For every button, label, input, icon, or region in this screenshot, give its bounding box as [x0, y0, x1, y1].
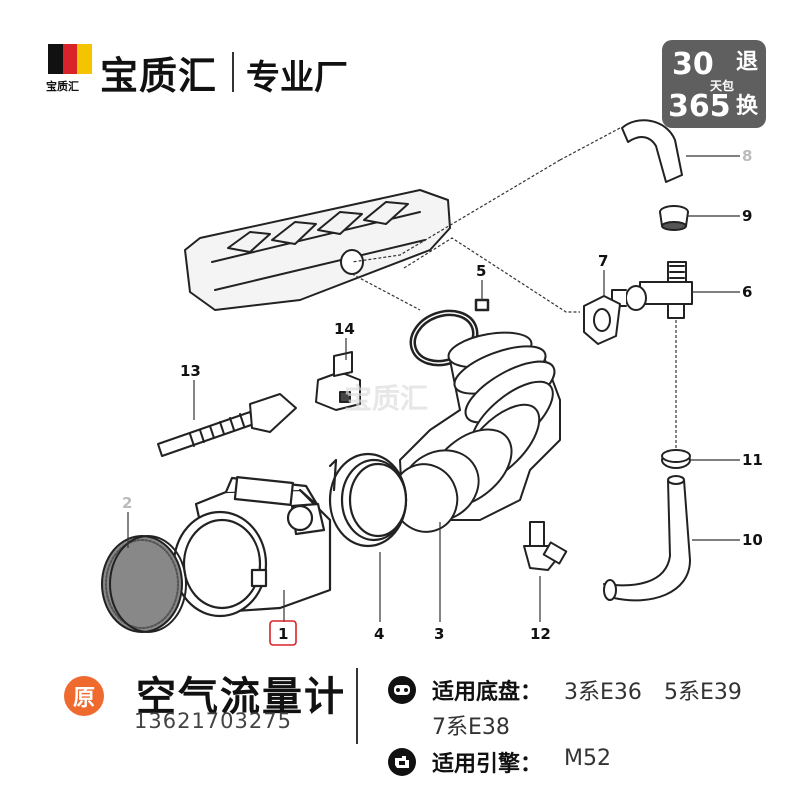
- flag-caption: 宝质汇: [46, 80, 79, 93]
- contact-phone: 13621703275: [134, 709, 292, 733]
- callout-9: 9: [742, 207, 752, 225]
- brand-flag-icon: [48, 44, 93, 74]
- part-1-air-flow-meter: [172, 476, 332, 618]
- guarantee-days-return: 30: [672, 47, 714, 82]
- part-13-screw: [157, 393, 297, 457]
- callout-2: 2: [122, 494, 132, 512]
- part-7-gasket: [583, 295, 621, 345]
- callout-11: 11: [742, 451, 763, 469]
- part-9-grommet: [659, 205, 689, 231]
- intake-manifold: [184, 189, 451, 311]
- callout-1-highlight: [269, 620, 297, 646]
- guarantee-days-exchange: 365: [668, 89, 731, 124]
- product-name: 空气流量计: [136, 674, 346, 720]
- flag-stripe-red: [62, 44, 78, 74]
- callout-1: 1: [278, 625, 288, 643]
- callout-4: 4: [374, 625, 384, 643]
- flag-stripe-gold: [77, 44, 93, 74]
- part-2-filter-screen: [101, 535, 187, 633]
- part-8-breather-hose: [621, 119, 683, 183]
- watermark: 宝质汇: [344, 382, 428, 415]
- part-10-bent-hose: [603, 475, 691, 602]
- callout-6: 6: [742, 283, 752, 301]
- callout-3: 3: [434, 625, 444, 643]
- chassis-value-1: 3系E36: [564, 680, 642, 705]
- callout-14: 14: [334, 320, 355, 338]
- brand-tagline: 专业厂: [246, 58, 348, 98]
- footer-divider: [356, 668, 358, 744]
- part-11-small-clamp: [661, 449, 691, 469]
- part-4-clamp-ring: [328, 452, 408, 548]
- callout-5: 5: [476, 262, 486, 280]
- part-12-elbow-fitting: [523, 521, 568, 571]
- callout-8: 8: [742, 147, 752, 165]
- part-3-intake-boot: [391, 331, 561, 533]
- header-divider: [232, 52, 234, 92]
- callout-labels: 8 9 6 7 5 14 13 2 1 4 3 12 11 10: [122, 147, 763, 646]
- chassis-value-3: 7系E38: [432, 715, 510, 740]
- brand-name: 宝质汇: [100, 54, 218, 98]
- engine-value: M52: [564, 746, 611, 771]
- chassis-label: 适用底盘：: [432, 680, 543, 705]
- original-badge: 原: [64, 676, 104, 716]
- guarantee-middle-word: 天包: [710, 79, 735, 93]
- callout-13: 13: [180, 362, 201, 380]
- car-icon: [388, 676, 416, 704]
- guarantee-return-word: 退: [736, 50, 759, 75]
- callout-12: 12: [530, 625, 551, 643]
- engine-label: 适用引擎：: [432, 752, 543, 777]
- chassis-value-2: 5系E39: [664, 680, 742, 705]
- flag-stripe-black: [48, 44, 63, 74]
- part-14-connector: [315, 351, 361, 411]
- leader-lines: [127, 127, 740, 622]
- guarantee-badge: 30 退 天包 365 换: [662, 40, 766, 128]
- callout-10: 10: [742, 531, 763, 549]
- callout-7: 7: [598, 252, 608, 270]
- guarantee-exchange-word: 换: [736, 94, 759, 119]
- part-6-valve: [611, 261, 693, 319]
- engine-icon: [388, 748, 416, 776]
